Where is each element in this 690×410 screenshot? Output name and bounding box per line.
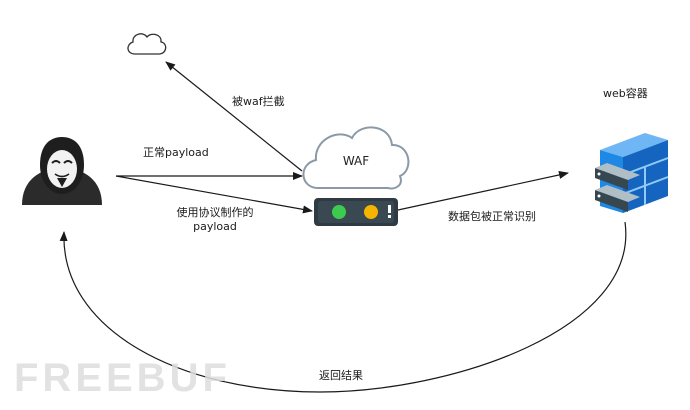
status-light-green: [332, 205, 346, 219]
return-result-label: 返回结果: [319, 369, 363, 382]
firewall-device-icon: [314, 198, 398, 226]
recognized-label: 数据包被正常识别: [448, 210, 536, 223]
normal-payload-label: 正常payload: [143, 146, 209, 159]
small-cloud-icon: [127, 33, 167, 55]
web-container-label: web容器: [603, 87, 648, 100]
status-light-yellow: [364, 205, 378, 219]
hacker-mask-icon: [22, 137, 102, 205]
waf-cloud-icon: [302, 126, 410, 190]
freebuf-watermark: FREEBUF: [14, 356, 231, 400]
server-rack-icon: [595, 133, 669, 213]
recognized-arrow: [397, 171, 569, 211]
blocked-arrow: [165, 61, 303, 172]
protocol-payload-label-line1: 使用协议制作的: [176, 206, 254, 219]
protocol-payload-label-line2: payload: [193, 220, 237, 233]
return-result-arc: [59, 221, 627, 393]
protocol-payload-arrow: [115, 175, 313, 214]
waf-label: WAF: [342, 154, 370, 168]
blocked-label: 被waf拦截: [232, 95, 285, 108]
